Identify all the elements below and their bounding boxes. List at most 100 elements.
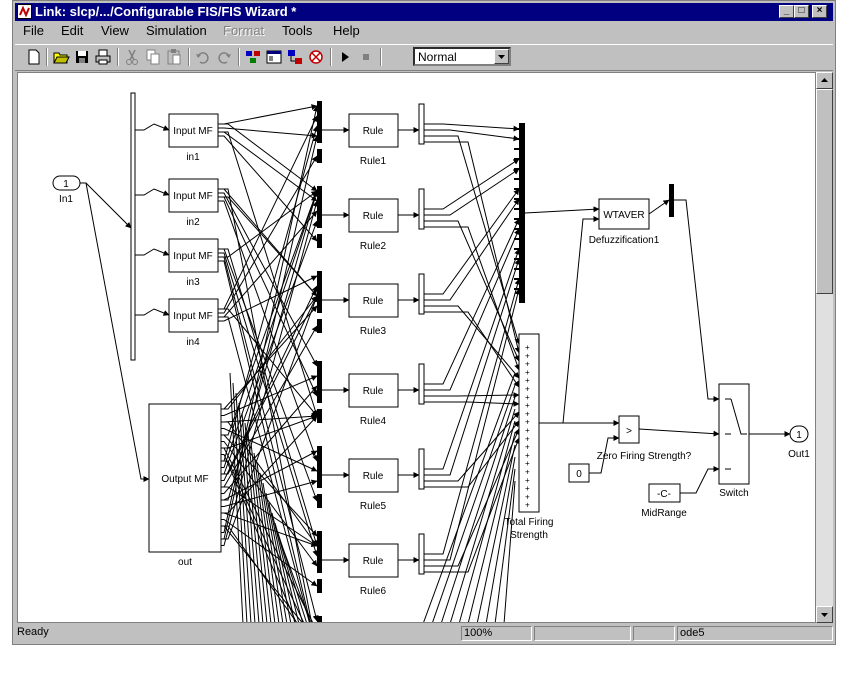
new-model-icon[interactable] bbox=[25, 48, 43, 66]
firing-strength-mux[interactable] bbox=[514, 123, 525, 303]
output-mf-block[interactable]: Output MF out bbox=[148, 403, 222, 568]
mux-bus-bar[interactable] bbox=[130, 92, 136, 361]
defuzz-mux-bar[interactable] bbox=[669, 184, 674, 217]
signal-line bbox=[229, 372, 244, 622]
signal-line bbox=[424, 226, 520, 371]
scroll-up-button[interactable] bbox=[816, 72, 833, 89]
rule-weight-mux[interactable] bbox=[317, 319, 322, 333]
defuzzification-block[interactable]: WTAVER Defuzzification1 bbox=[589, 198, 660, 246]
menu-help[interactable]: Help bbox=[333, 23, 360, 38]
input-mf-4[interactable]: Input MF in4 bbox=[168, 298, 219, 348]
close-button[interactable]: × bbox=[812, 5, 827, 18]
signal-line bbox=[424, 311, 520, 388]
sum-plus-sign: + bbox=[525, 418, 530, 427]
total-firing-strength-block[interactable]: ++++++++++++++++++++ Total Firing Streng… bbox=[505, 333, 554, 541]
input-mf-2[interactable]: Input MF in2 bbox=[168, 178, 219, 228]
svg-text:Input MF: Input MF bbox=[173, 311, 212, 322]
signal-line bbox=[232, 382, 248, 622]
signal-line bbox=[218, 200, 318, 462]
sum-plus-sign: + bbox=[525, 434, 530, 443]
minimize-button[interactable]: _ bbox=[779, 5, 794, 18]
rule-weight-mux[interactable] bbox=[317, 234, 322, 248]
demux-4[interactable] bbox=[418, 363, 425, 405]
rule-input-mux[interactable] bbox=[317, 616, 322, 623]
svg-text:Rule: Rule bbox=[363, 471, 384, 482]
model-canvas[interactable]: 1 In1 Input MF in1 Input MF in2 Input MF bbox=[17, 72, 816, 623]
cut-icon[interactable] bbox=[123, 48, 141, 66]
sum-plus-sign: + bbox=[525, 468, 530, 477]
vertical-scrollbar[interactable] bbox=[816, 72, 833, 623]
library-browser-icon[interactable] bbox=[244, 48, 262, 66]
demux-2[interactable] bbox=[418, 188, 425, 230]
simulation-mode-select[interactable]: Normal bbox=[413, 47, 511, 66]
rule-4-block[interactable]: Rule Rule4 bbox=[348, 373, 399, 427]
signal-line bbox=[218, 188, 312, 622]
model-browser-icon[interactable] bbox=[265, 48, 283, 66]
sum-plus-sign: + bbox=[525, 426, 530, 435]
debug-icon[interactable] bbox=[307, 48, 325, 66]
rule-5-block[interactable]: Rule Rule5 bbox=[348, 458, 399, 512]
undo-icon[interactable] bbox=[194, 48, 212, 66]
paste-icon[interactable] bbox=[165, 48, 183, 66]
menu-edit[interactable]: Edit bbox=[61, 23, 84, 38]
scroll-down-button[interactable] bbox=[816, 606, 833, 623]
start-simulation-icon[interactable] bbox=[336, 48, 354, 66]
rule-input-mux[interactable] bbox=[317, 271, 322, 313]
svg-text:Strength: Strength bbox=[510, 530, 548, 541]
maximize-button[interactable]: □ bbox=[794, 5, 809, 18]
input-mf-3[interactable]: Input MF in3 bbox=[168, 238, 219, 288]
status-solver: ode5 bbox=[677, 626, 833, 641]
svg-text:in4: in4 bbox=[186, 337, 200, 348]
demux-6[interactable] bbox=[418, 533, 425, 575]
compare-block[interactable]: > Zero Firing Strength? bbox=[597, 415, 692, 462]
demux-1[interactable] bbox=[418, 103, 425, 145]
menu-format[interactable]: Format bbox=[223, 23, 265, 38]
switch-block[interactable]: Switch bbox=[718, 383, 750, 499]
signal-line bbox=[424, 135, 521, 345]
redo-icon[interactable] bbox=[215, 48, 233, 66]
menu-tools[interactable]: Tools bbox=[282, 23, 313, 38]
signal-line bbox=[218, 135, 318, 242]
scroll-thumb[interactable] bbox=[816, 89, 833, 294]
title-bar[interactable]: Link: slcp/.../Configurable FIS/FIS Wiza… bbox=[15, 3, 833, 21]
menu-file[interactable]: File bbox=[23, 23, 44, 38]
rule-input-mux[interactable] bbox=[317, 186, 322, 228]
zero-constant-block[interactable]: 0 bbox=[568, 463, 590, 483]
rule-3-block[interactable]: Rule Rule3 bbox=[348, 283, 399, 337]
rule-weight-mux[interactable] bbox=[317, 579, 322, 593]
input-mf-1[interactable]: Input MF in1 bbox=[168, 113, 219, 163]
rule-input-mux[interactable] bbox=[317, 101, 322, 143]
sum-plus-sign: + bbox=[525, 368, 530, 377]
rule-weight-mux[interactable] bbox=[317, 494, 322, 508]
rule-input-mux[interactable] bbox=[317, 361, 322, 403]
menu-simulation[interactable]: Simulation bbox=[146, 23, 207, 38]
svg-text:Rule3: Rule3 bbox=[360, 326, 387, 337]
inport-in1[interactable]: 1 In1 bbox=[52, 175, 81, 205]
demux-5[interactable] bbox=[418, 448, 425, 490]
copy-icon[interactable] bbox=[144, 48, 162, 66]
signal-line bbox=[476, 444, 516, 622]
rule-input-mux[interactable] bbox=[317, 446, 322, 488]
save-icon[interactable] bbox=[73, 48, 91, 66]
demux-3[interactable] bbox=[418, 273, 425, 315]
menu-view[interactable]: View bbox=[101, 23, 129, 38]
dropdown-arrow-icon[interactable] bbox=[494, 49, 509, 64]
signal-lines bbox=[80, 104, 791, 622]
open-icon[interactable] bbox=[52, 48, 70, 66]
rule-weight-mux[interactable] bbox=[317, 149, 322, 163]
sum-plus-sign: + bbox=[525, 360, 530, 369]
outport-out1[interactable]: 1 Out1 bbox=[788, 425, 810, 460]
rule-6-block[interactable]: Rule Rule6 bbox=[348, 543, 399, 597]
mux-port-tick bbox=[514, 268, 519, 270]
rule-2-block[interactable]: Rule Rule2 bbox=[348, 198, 399, 252]
status-zoom: 100% bbox=[461, 626, 532, 641]
midrange-constant-block[interactable]: -C- MidRange bbox=[641, 483, 687, 519]
rule-input-mux[interactable] bbox=[317, 531, 322, 573]
svg-text:Rule1: Rule1 bbox=[360, 156, 387, 167]
print-icon[interactable] bbox=[94, 48, 112, 66]
rule-1-block[interactable]: Rule Rule1 bbox=[348, 113, 399, 167]
stop-simulation-icon[interactable] bbox=[357, 48, 375, 66]
go-to-parent-icon[interactable] bbox=[286, 48, 304, 66]
rule-weight-mux[interactable] bbox=[317, 409, 322, 423]
mux-port-tick bbox=[514, 158, 519, 160]
